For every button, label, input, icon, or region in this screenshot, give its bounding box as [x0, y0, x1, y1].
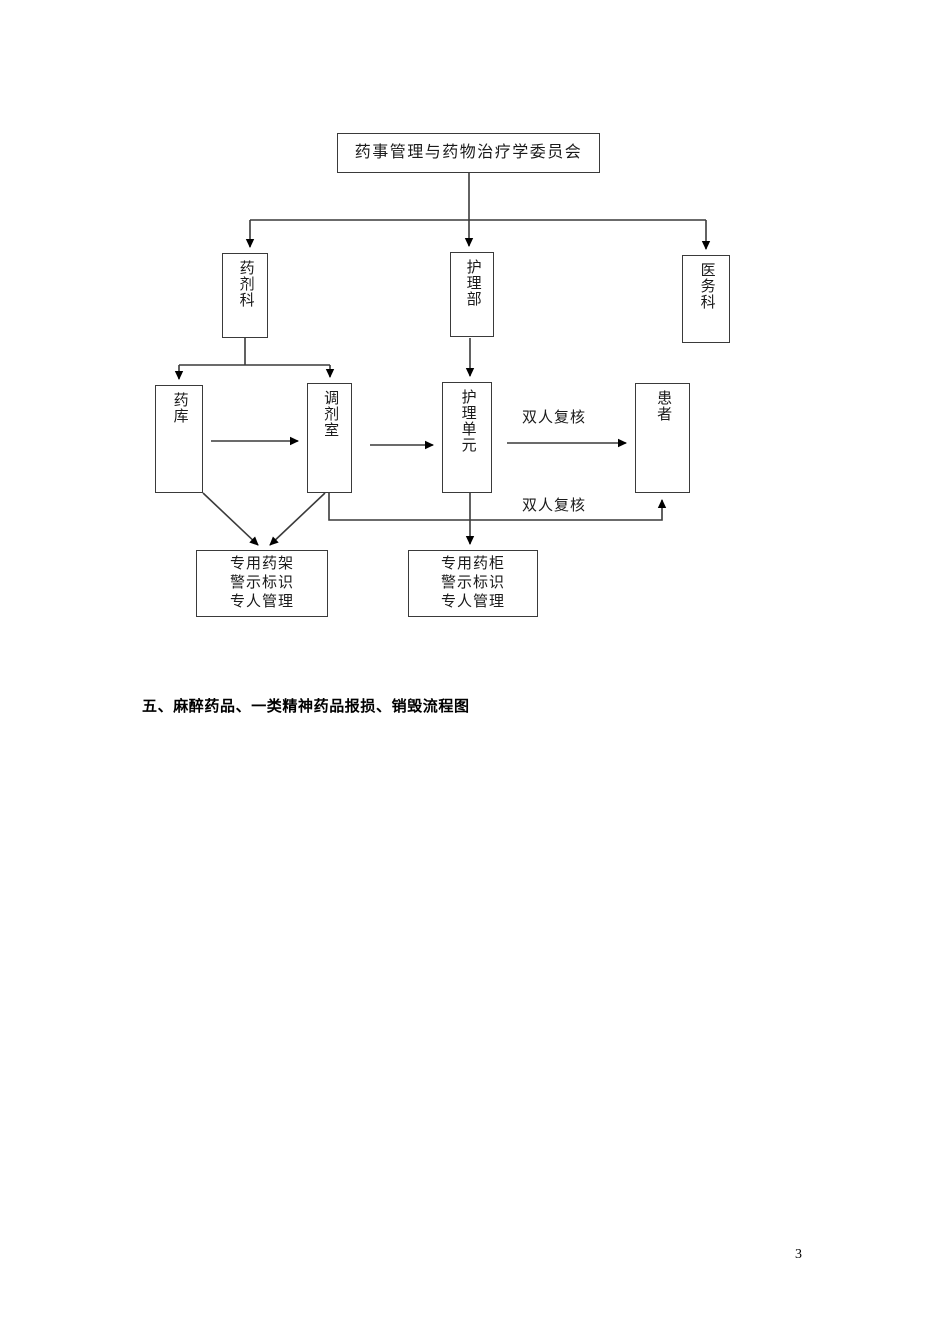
node-nursing-dept: 护理部 [450, 252, 494, 337]
node-pharmacy-dept: 药剂科 [222, 253, 268, 338]
edge-dispensary-to-patient [328, 493, 667, 521]
node-medical-affairs: 医务科 [682, 255, 730, 343]
node-drug-warehouse: 药库 [155, 385, 203, 493]
flowchart-connectors [174, 173, 711, 546]
node-nursing-unit: 护理单元 [442, 382, 492, 493]
edge-dispensary-to-shelf [269, 492, 326, 546]
node-special-drug-cabinet: 专用药柜 警示标识 专人管理 [408, 550, 538, 617]
node-committee: 药事管理与药物治疗学委员会 [337, 133, 600, 173]
page-number: 3 [795, 1247, 802, 1262]
node-special-drug-shelf: 专用药架 警示标识 专人管理 [196, 550, 328, 617]
section-heading: 五、麻醉药品、一类精神药品报损、销毁流程图 [142, 698, 470, 715]
edge-label-dual-check-bottom: 双人复核 [522, 498, 587, 514]
flowchart-diagram: 药事管理与药物治疗学委员会 药剂科 护理部 医务科 药库 调剂室 护理单元 患者… [0, 0, 950, 660]
node-patient: 患者 [635, 383, 690, 493]
edge-warehouse-to-shelf [202, 492, 259, 546]
node-dispensary: 调剂室 [307, 383, 352, 493]
edge-label-dual-check-top: 双人复核 [522, 410, 587, 426]
